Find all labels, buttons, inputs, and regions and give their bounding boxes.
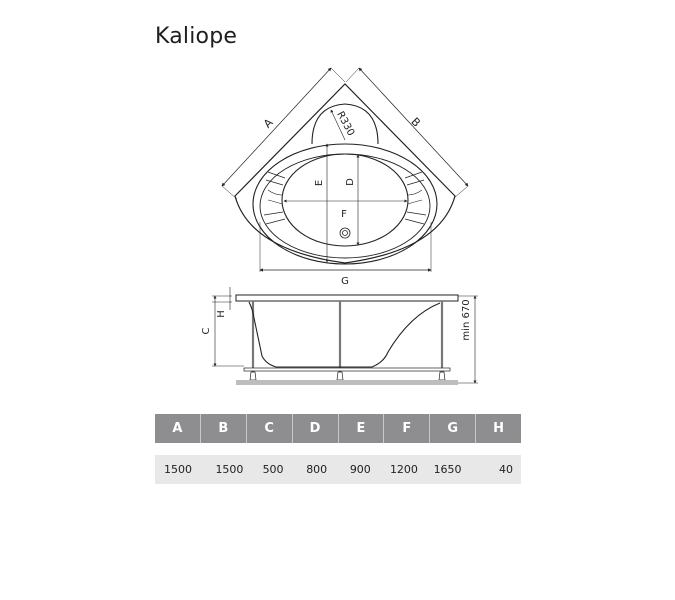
label-a: A bbox=[261, 116, 276, 131]
tub-profile bbox=[248, 301, 441, 368]
tub-outline bbox=[234, 83, 456, 264]
header-cell-f: F bbox=[384, 414, 431, 443]
tub-rim bbox=[235, 294, 459, 302]
top-view bbox=[221, 67, 469, 272]
inner-basin bbox=[281, 153, 409, 247]
value-cell-b: 1500 bbox=[215, 463, 244, 476]
value-cell-e: 900 bbox=[349, 463, 371, 476]
product-title: Kaliope bbox=[155, 24, 238, 49]
label-g: G bbox=[341, 276, 349, 287]
label-c: C bbox=[201, 327, 212, 334]
dimension-a-line bbox=[221, 67, 332, 187]
header-cell-c: C bbox=[247, 414, 293, 443]
header-cell-d: D bbox=[293, 414, 339, 443]
header-cell-g: G bbox=[430, 414, 477, 443]
header-cell-e: E bbox=[339, 414, 385, 443]
technical-drawing: A B R330 E D F G H C bbox=[201, 67, 478, 385]
value-cell-c: 500 bbox=[262, 463, 284, 476]
top-view-labels: A B R330 E D F G bbox=[261, 110, 423, 287]
header-cell-b: B bbox=[201, 414, 247, 443]
label-d: D bbox=[345, 178, 356, 186]
outer-rim bbox=[252, 143, 438, 265]
headrest bbox=[311, 103, 379, 145]
floor bbox=[236, 380, 458, 385]
label-f: F bbox=[341, 209, 347, 220]
label-h: H bbox=[216, 310, 227, 318]
label-min-670: min 670 bbox=[461, 299, 472, 340]
value-cell-a: 1500 bbox=[164, 463, 192, 476]
header-cell-a: A bbox=[155, 414, 201, 443]
header-cell-h: H bbox=[493, 421, 504, 436]
dimension-b-line bbox=[358, 67, 469, 187]
side-view-labels: H C min 670 bbox=[201, 299, 472, 340]
value-cell-g: 1650 bbox=[433, 463, 462, 476]
drain-icon bbox=[339, 227, 351, 239]
table-value-row: 1500 1500 500 800 900 1200 1650 40 bbox=[155, 455, 521, 484]
label-b: B bbox=[408, 115, 423, 130]
value-cell-h: 40 bbox=[499, 463, 513, 476]
value-cell-f: 1200 bbox=[389, 463, 418, 476]
dimensions-table: A B C D E F G H 1500 1500 500 800 900 12… bbox=[155, 414, 521, 484]
table-header-row: A B C D E F G H bbox=[155, 414, 521, 443]
value-cell-d: 800 bbox=[306, 463, 328, 476]
side-view bbox=[212, 287, 478, 385]
label-e: E bbox=[314, 180, 325, 186]
